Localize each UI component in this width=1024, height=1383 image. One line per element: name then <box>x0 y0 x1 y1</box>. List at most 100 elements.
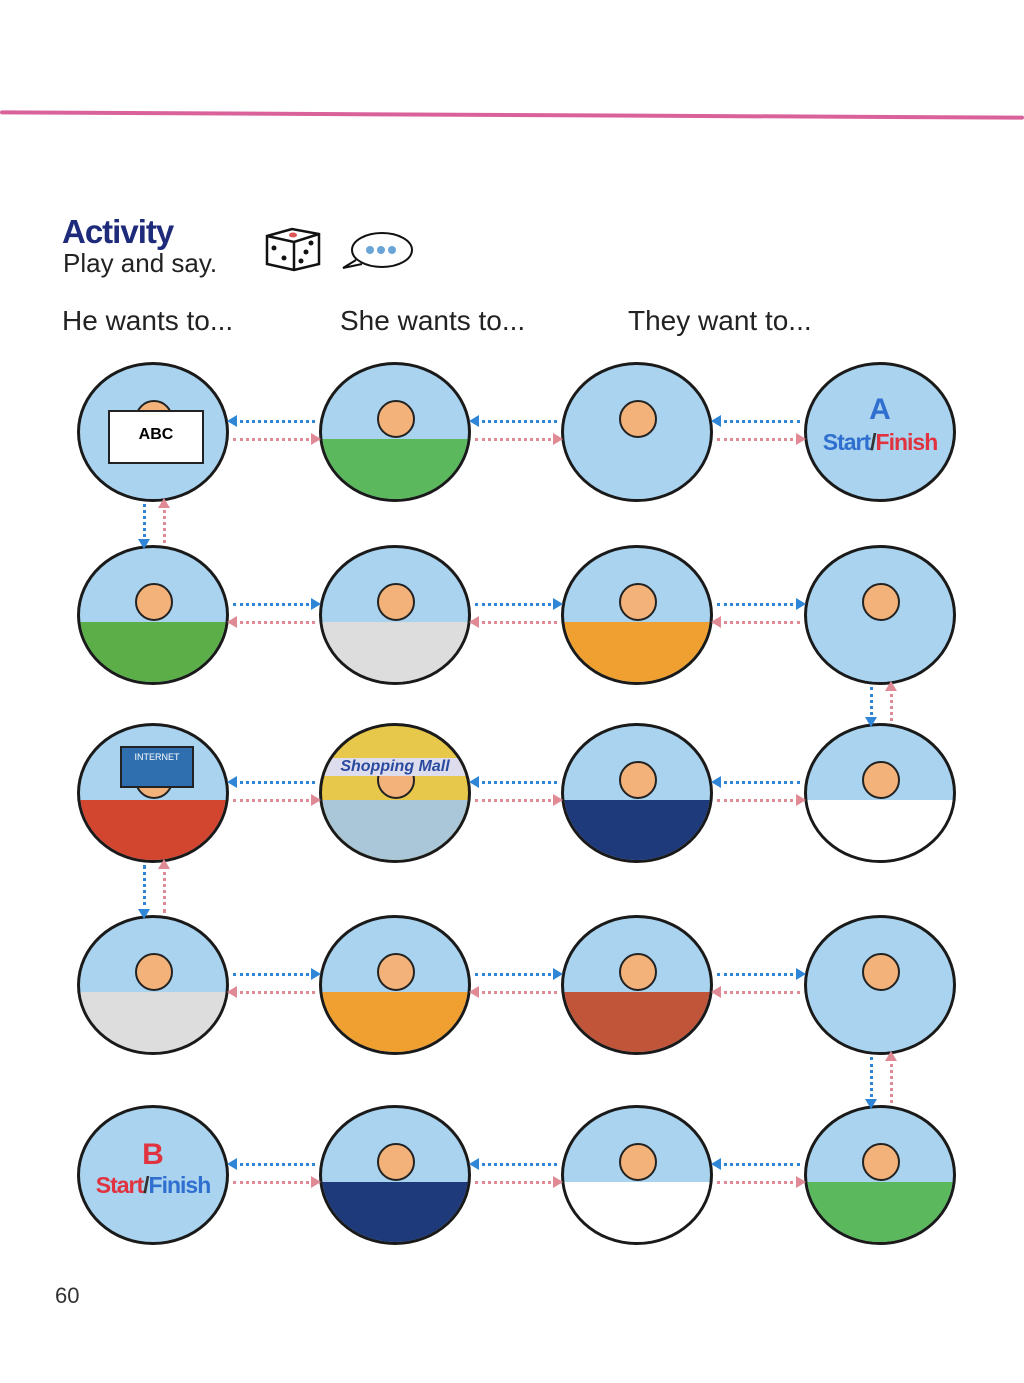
arrowhead-icon <box>553 1176 563 1188</box>
red-arrow-left <box>469 986 557 998</box>
red-arrow-right <box>717 794 806 806</box>
arrowhead-icon <box>469 986 479 998</box>
board-space-skip-rope[interactable] <box>319 362 471 502</box>
arrowhead-icon <box>796 1176 806 1188</box>
mall-sign: Shopping Mall <box>322 758 468 776</box>
column-heading-they: They want to... <box>628 305 812 336</box>
arrowhead-icon <box>711 616 721 628</box>
red-arrow-right <box>475 433 563 445</box>
arrowhead-icon <box>865 717 877 727</box>
board-space-see-film[interactable] <box>561 723 713 863</box>
start-finish-label: Start/Finish <box>807 429 953 456</box>
board-space-see-film[interactable] <box>319 1105 471 1245</box>
board-space-read-book[interactable]: ABC <box>77 362 229 502</box>
board-space-watch-tv[interactable] <box>319 915 471 1055</box>
arrowhead-icon <box>796 968 806 980</box>
red-arrow-right <box>233 794 321 806</box>
board-space-play-puzzle[interactable] <box>804 545 956 685</box>
scene-figure <box>377 953 415 991</box>
scene-figure <box>862 953 900 991</box>
arrowhead-icon <box>138 539 150 549</box>
red-arrow-left <box>711 986 800 998</box>
scene-ground <box>807 991 953 1052</box>
blue-arrow-left <box>711 776 800 788</box>
arrowhead-icon <box>553 968 563 980</box>
finish-text: Finish <box>875 429 939 455</box>
board-space-play-cards[interactable] <box>561 362 713 502</box>
blue-arrow-right <box>233 598 321 610</box>
arrowhead-icon <box>311 794 321 806</box>
scene-figure <box>619 583 657 621</box>
scene-ground <box>322 1181 468 1242</box>
blue-arrow-right <box>233 968 321 980</box>
arrowhead-icon <box>796 433 806 445</box>
scene-ground <box>807 799 953 860</box>
arrowhead-icon <box>885 1051 897 1061</box>
board-space-use-internet[interactable]: INTERNET <box>77 723 229 863</box>
scene-figure <box>619 761 657 799</box>
scene-ground <box>807 621 953 682</box>
start-text: Start <box>822 429 871 455</box>
board-space-start-finish-a[interactable]: A Start/Finish <box>804 362 956 502</box>
arrowhead-icon <box>158 498 170 508</box>
board-space-listen-music[interactable] <box>804 723 956 863</box>
scene-ground <box>80 621 226 682</box>
red-arrow-up <box>885 681 897 721</box>
blue-arrow-left <box>711 415 800 427</box>
scene-figure <box>862 1143 900 1181</box>
scene-ground <box>564 438 710 499</box>
column-heading-she: She wants to... <box>340 305 526 336</box>
board-space-listen-music[interactable] <box>561 1105 713 1245</box>
scene-figure <box>377 400 415 438</box>
board-space-make-model[interactable] <box>561 915 713 1055</box>
board-space-play-cards[interactable] <box>804 915 956 1055</box>
start-letter: A <box>869 393 891 426</box>
blue-arrow-down <box>865 687 877 727</box>
scene-ground <box>564 991 710 1052</box>
scene-figure <box>862 583 900 621</box>
arrowhead-icon <box>711 415 721 427</box>
page-number: 60 <box>55 1283 80 1308</box>
board-space-go-shopping[interactable]: Shopping Mall <box>319 723 471 863</box>
blue-arrow-left <box>711 1158 800 1170</box>
arrowhead-icon <box>227 1158 237 1170</box>
board-space-watch-tv[interactable] <box>561 545 713 685</box>
arrowhead-icon <box>469 415 479 427</box>
red-arrow-up <box>158 498 170 543</box>
arrowhead-icon <box>553 794 563 806</box>
red-arrow-left <box>227 986 315 998</box>
arrowhead-icon <box>227 415 237 427</box>
blue-arrow-down <box>865 1057 877 1109</box>
arrowhead-icon <box>311 1176 321 1188</box>
arrowhead-icon <box>865 1099 877 1109</box>
board-space-walk-in-park[interactable] <box>77 915 229 1055</box>
blue-arrow-left <box>469 776 557 788</box>
red-arrow-up <box>885 1051 897 1103</box>
blue-arrow-right <box>475 598 563 610</box>
arrowhead-icon <box>553 598 563 610</box>
board-space-walk-in-park[interactable] <box>319 545 471 685</box>
header-rule <box>0 110 1024 120</box>
arrowhead-icon <box>138 909 150 919</box>
blue-arrow-left <box>469 1158 557 1170</box>
arrowhead-icon <box>469 776 479 788</box>
board-space-skip-rope[interactable] <box>804 1105 956 1245</box>
red-arrow-left <box>469 616 557 628</box>
arrowhead-icon <box>311 433 321 445</box>
scene-ground <box>564 621 710 682</box>
blue-arrow-right <box>475 968 563 980</box>
scene-figure <box>619 400 657 438</box>
scene-ground <box>807 1181 953 1242</box>
scene-figure <box>619 1143 657 1181</box>
scene-ground <box>564 1181 710 1242</box>
red-arrow-right <box>717 433 806 445</box>
arrowhead-icon <box>469 616 479 628</box>
board-space-go-to-park[interactable] <box>77 545 229 685</box>
arrowhead-icon <box>227 616 237 628</box>
arrowhead-icon <box>311 968 321 980</box>
start-finish-label: Start/Finish <box>80 1172 226 1199</box>
arrowhead-icon <box>469 1158 479 1170</box>
red-arrow-right <box>475 1176 563 1188</box>
scene-figure <box>619 953 657 991</box>
